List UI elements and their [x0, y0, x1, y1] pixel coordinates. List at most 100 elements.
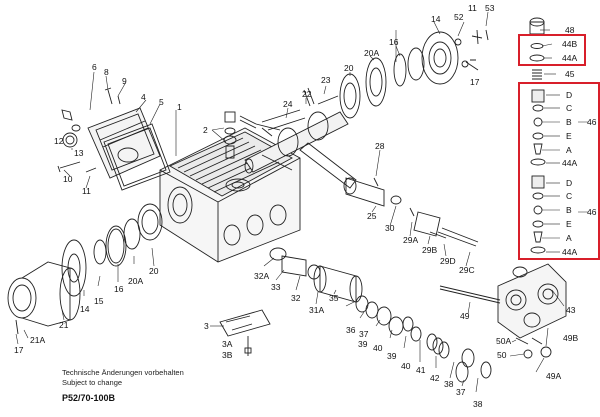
leader-lines: [15, 11, 588, 393]
label-part-29D: 29D: [440, 256, 456, 266]
label-part-44B: 44B: [562, 39, 578, 49]
plunger-guide: [343, 177, 479, 247]
label-part-28: 28: [375, 141, 385, 151]
label-part-45: 45: [565, 69, 575, 79]
valve-stack-upper: [530, 89, 546, 166]
label-part-9: 9: [122, 76, 127, 86]
label-valve-E-upper: E: [566, 131, 572, 141]
label-part-44A-mid: 44A: [562, 158, 578, 168]
label-part-20A-left: 20A: [128, 276, 144, 286]
label-part-20-left: 20: [149, 266, 159, 276]
label-part-49: 49: [460, 311, 470, 321]
label-part-8: 8: [104, 67, 109, 77]
cover-screws: [57, 87, 121, 173]
label-part-48: 48: [565, 25, 575, 35]
label-part-32: 32: [291, 293, 301, 303]
label-part-3B: 3B: [222, 350, 233, 360]
nameplate: [219, 309, 271, 356]
label-part-16-right: 16: [389, 37, 399, 47]
label-part-50: 50: [497, 350, 507, 360]
label-part-3: 3: [204, 321, 209, 331]
label-part-49B: 49B: [563, 333, 579, 343]
label-valve-D-lower: D: [566, 178, 573, 188]
right-bearing-cover: [421, 29, 489, 85]
label-part-46-lower: 46: [587, 207, 597, 217]
label-part-33: 33: [271, 282, 281, 292]
label-part-16-left: 16: [114, 284, 124, 294]
packing-rings: [355, 295, 492, 383]
label-part-53: 53: [485, 3, 495, 13]
label-part-43: 43: [566, 305, 576, 315]
label-part-20-right: 20: [344, 63, 354, 73]
label-part-46-upper: 46: [587, 117, 597, 127]
label-part-12: 12: [54, 136, 64, 146]
left-bearing-cover-assembly: [7, 203, 163, 335]
label-part-40-b: 40: [401, 361, 411, 371]
label-part-52: 52: [454, 12, 464, 22]
label-part-29B: 29B: [422, 245, 438, 255]
label-part-3A: 3A: [222, 339, 233, 349]
right-bearing-set: [339, 47, 425, 119]
label-part-38-a: 38: [444, 379, 454, 389]
label-part-2: 2: [203, 125, 208, 135]
label-part-31A: 31A: [309, 305, 325, 315]
label-valve-B-upper: B: [566, 117, 572, 127]
cover-gasket: [103, 123, 171, 191]
model-number: P52/70-100B: [62, 393, 116, 403]
label-part-6: 6: [92, 62, 97, 72]
crank-pins: [239, 87, 339, 137]
drain-plugs: [515, 337, 552, 359]
manifold-head: [497, 263, 567, 339]
label-part-39-b: 39: [387, 351, 397, 361]
label-valve-E-lower: E: [566, 219, 572, 229]
label-part-32A: 32A: [254, 271, 270, 281]
label-part-17-left: 17: [14, 345, 24, 355]
label-valve-C-upper: C: [566, 103, 573, 113]
label-part-37-b: 37: [456, 387, 466, 397]
seal-sleeves: [269, 247, 363, 303]
label-part-29C: 29C: [459, 265, 475, 275]
label-part-41: 41: [416, 365, 426, 375]
label-part-17-right: 17: [470, 77, 480, 87]
label-part-1: 1: [177, 102, 182, 112]
label-part-50A: 50A: [496, 336, 512, 346]
label-part-42: 42: [430, 373, 440, 383]
label-part-36: 36: [346, 325, 356, 335]
label-part-11-right: 11: [468, 3, 477, 13]
label-part-13: 13: [74, 148, 84, 158]
change-note-german: Technische Änderungen vorbehalten: [62, 368, 184, 377]
highlight-box-valve-seals: [518, 34, 586, 66]
label-part-44A-bottom: 44A: [562, 247, 578, 257]
label-part-40-a: 40: [373, 343, 383, 353]
long-bolt: [439, 285, 501, 304]
label-part-4: 4: [141, 92, 146, 102]
label-part-29A: 29A: [403, 235, 419, 245]
label-part-11-cover: 11: [82, 186, 91, 196]
label-part-39-a: 39: [358, 339, 368, 349]
label-part-23: 23: [321, 75, 331, 85]
label-part-38-b: 38: [473, 399, 483, 409]
label-part-14-right: 14: [431, 14, 441, 24]
label-part-10: 10: [63, 174, 73, 184]
rear-cover: [87, 107, 161, 179]
label-part-15: 15: [94, 296, 104, 306]
label-part-25: 25: [367, 211, 377, 221]
label-part-35: 35: [329, 293, 339, 303]
label-valve-C-lower: C: [566, 191, 573, 201]
label-valve-B-lower: B: [566, 205, 572, 215]
crankshaft: [244, 109, 357, 189]
highlight-box-valve-stacks: [518, 82, 600, 260]
label-part-21A: 21A: [30, 335, 46, 345]
label-valve-A-upper: A: [566, 145, 572, 155]
label-part-20A-right: 20A: [364, 48, 380, 58]
label-part-22: 22: [302, 89, 312, 99]
label-valve-A-lower: A: [566, 233, 572, 243]
label-part-30: 30: [385, 223, 395, 233]
label-part-44A-top: 44A: [562, 53, 578, 63]
label-part-49A: 49A: [546, 371, 562, 381]
label-part-21: 21: [59, 320, 69, 330]
label-part-14-left: 14: [80, 304, 90, 314]
label-part-37: 37: [359, 329, 369, 339]
